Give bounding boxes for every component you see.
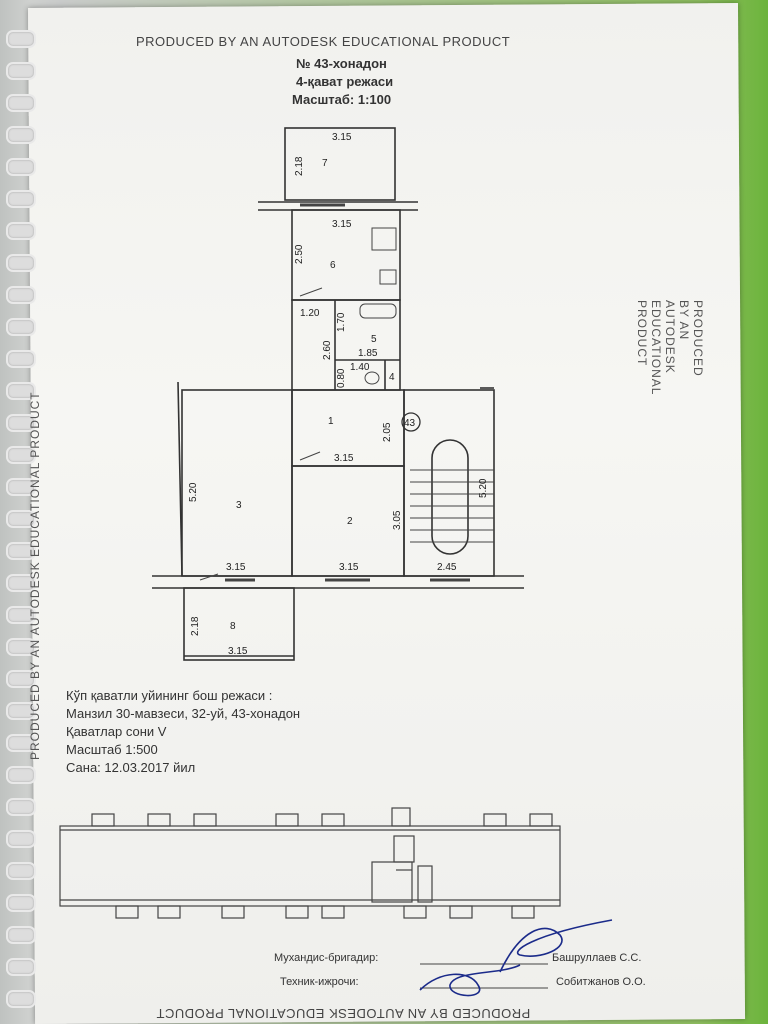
binding-ring xyxy=(6,94,36,112)
room-number: 8 xyxy=(230,621,236,632)
technician-name: Собитжанов О.О. xyxy=(556,976,646,988)
binding-ring xyxy=(6,414,36,432)
room-8-wall xyxy=(183,587,295,661)
info-date: Сана: 12.03.2017 йил xyxy=(66,760,196,775)
wall xyxy=(177,381,183,577)
info-title: Кўп қаватли уйининг бош режаси : xyxy=(66,688,273,703)
room-number: 5 xyxy=(371,334,377,345)
info-address: Манзил 30-мавзеси, 32-уй, 43-хонадон xyxy=(66,706,301,721)
binding-ring xyxy=(6,350,36,368)
engineer-label: Мухандис-бригадир: xyxy=(274,952,379,964)
binding-ring xyxy=(6,638,36,656)
binding-ring xyxy=(6,926,36,944)
binding-ring xyxy=(6,798,36,816)
info-floors: Қаватлар сони V xyxy=(66,724,167,739)
dim-label: 2.45 xyxy=(437,562,457,573)
dim-label: 1.70 xyxy=(336,312,347,332)
dim-label: 5.20 xyxy=(478,478,489,498)
door-icon xyxy=(199,573,219,581)
binding-ring xyxy=(6,158,36,176)
dim-label: 3.15 xyxy=(226,562,246,573)
room-number: 1 xyxy=(328,416,334,427)
binding-ring xyxy=(6,670,36,688)
dim-label: 1.40 xyxy=(350,362,370,373)
binding-ring xyxy=(6,318,36,336)
binding-ring xyxy=(6,254,36,272)
watermark-top: PRODUCED BY AN AUTODESK EDUCATIONAL PROD… xyxy=(136,34,511,49)
dim-label: 2.50 xyxy=(294,244,305,264)
spiral-binding xyxy=(0,0,40,1024)
technician-signature xyxy=(419,964,521,997)
binding-ring xyxy=(6,542,36,560)
room-number: 3 xyxy=(236,500,242,511)
binding-ring xyxy=(6,446,36,464)
binding-ring xyxy=(6,766,36,784)
binding-ring xyxy=(6,190,36,208)
bathtub-icon xyxy=(359,303,397,319)
stair-core xyxy=(431,439,469,555)
dim-label: 5.20 xyxy=(188,482,199,502)
room-number: 7 xyxy=(322,158,328,169)
binding-ring xyxy=(6,382,36,400)
binding-ring xyxy=(6,510,36,528)
dim-label: 1.20 xyxy=(300,308,320,319)
apartment-number: № 43-хонадон xyxy=(296,56,387,71)
binding-ring xyxy=(6,606,36,624)
dim-label: 3.15 xyxy=(332,132,352,143)
dim-label: 2.18 xyxy=(190,616,201,636)
sink-icon xyxy=(379,269,397,285)
binding-ring xyxy=(6,62,36,80)
binding-ring xyxy=(6,958,36,976)
binding-ring xyxy=(6,126,36,144)
dim-label: 3.15 xyxy=(339,562,359,573)
dim-label: 3.15 xyxy=(228,646,248,657)
stove-icon xyxy=(371,227,397,251)
dim-label: 3.15 xyxy=(334,453,354,464)
technician-label: Техник-ижрочи: xyxy=(280,976,359,988)
apartment-badge: 43 xyxy=(404,418,416,429)
apartment-badge-circle xyxy=(401,412,421,432)
dim-label: 3.05 xyxy=(392,510,403,530)
binding-ring xyxy=(6,862,36,880)
binding-ring xyxy=(6,894,36,912)
binding-ring xyxy=(6,222,36,240)
toilet-icon xyxy=(364,371,380,385)
dim-label: 2.18 xyxy=(294,156,305,176)
binding-ring xyxy=(6,574,36,592)
binding-ring xyxy=(6,990,36,1008)
door-icon xyxy=(299,451,321,461)
room-number: 2 xyxy=(347,516,353,527)
info-scale: Масштаб 1:500 xyxy=(66,742,158,757)
dim-label: 2.60 xyxy=(322,340,333,360)
building-site-plan xyxy=(59,807,561,919)
binding-ring xyxy=(6,30,36,48)
engineer-name: Башруллаев С.С. xyxy=(552,952,642,964)
floor-plan-title: 4-қават режаси xyxy=(296,74,394,89)
room-number: 4 xyxy=(389,372,395,383)
dim-label: 1.85 xyxy=(358,348,378,359)
binding-ring xyxy=(6,702,36,720)
binding-ring xyxy=(6,478,36,496)
binding-ring xyxy=(6,830,36,848)
dim-label: 3.15 xyxy=(332,219,352,230)
dim-label: 2.05 xyxy=(382,422,393,442)
binding-ring xyxy=(6,286,36,304)
room-7-wall xyxy=(284,127,396,201)
door-icon xyxy=(299,287,323,297)
room-number: 6 xyxy=(330,260,336,271)
engineer-signature xyxy=(499,919,613,973)
binding-ring xyxy=(6,734,36,752)
scale-label: Масштаб: 1:100 xyxy=(292,92,392,107)
dim-label: 0.80 xyxy=(336,368,347,388)
